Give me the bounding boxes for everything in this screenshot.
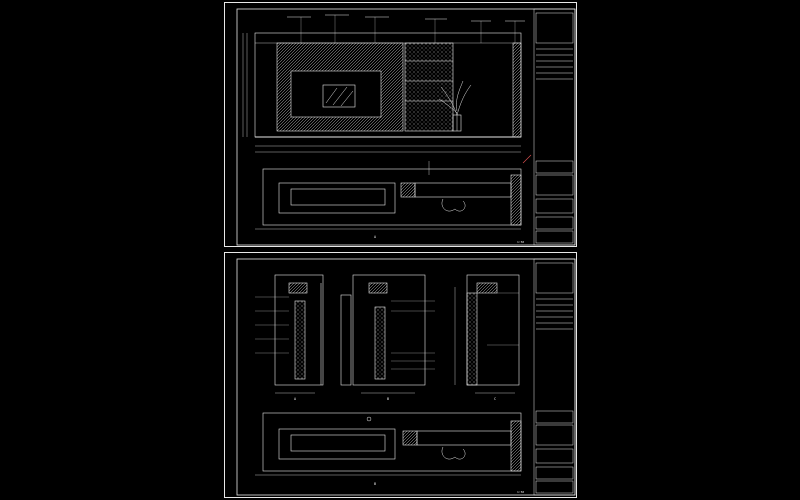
scale-note: 1:50 <box>517 490 524 494</box>
plan-view <box>255 412 522 476</box>
detail-section-c <box>454 274 520 394</box>
drawing-sheet-1[interactable]: A 1:50 <box>224 2 577 247</box>
scale-note: 1:50 <box>517 240 524 244</box>
red-leader-line <box>522 154 532 164</box>
section-mark-label: B <box>374 482 376 486</box>
section-mark-label: A <box>374 235 377 239</box>
elevation-view <box>242 14 525 153</box>
detail-mark-c: C <box>494 397 496 401</box>
plan-view <box>255 161 522 230</box>
detail-section-b <box>340 274 435 394</box>
title-block <box>533 8 576 246</box>
inner-frame <box>236 258 576 496</box>
sheet-1-drawing: A 1:50 <box>236 8 576 246</box>
detail-mark-a: A <box>294 397 297 401</box>
detail-mark-b: B <box>387 397 389 401</box>
drawing-sheet-2[interactable]: A B C B 1:50 <box>224 252 577 498</box>
detail-section-a <box>255 274 324 394</box>
sheet-2-drawing: A B C B 1:50 <box>236 258 576 496</box>
title-block <box>533 258 576 496</box>
